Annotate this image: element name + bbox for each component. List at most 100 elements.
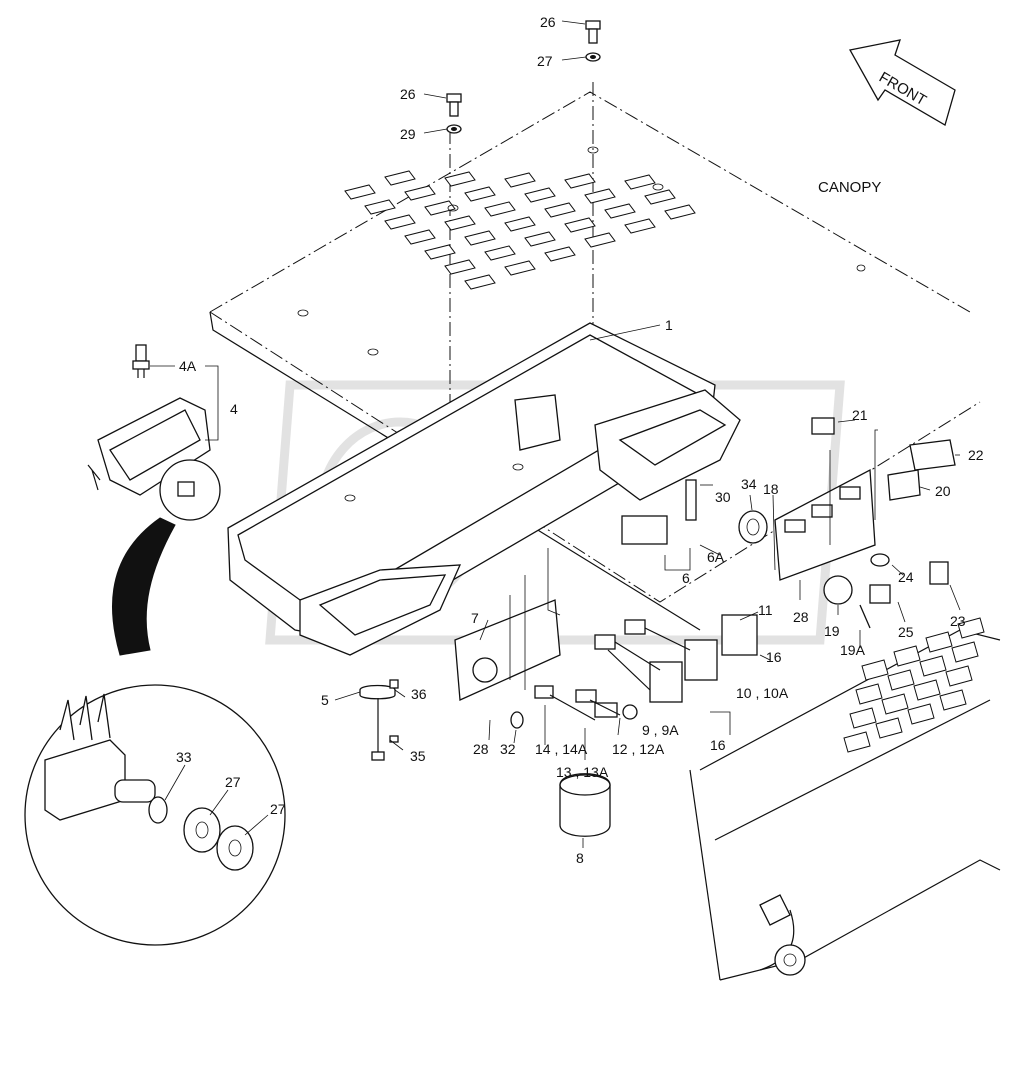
vent-slot — [504, 172, 536, 188]
label-22: 22 — [968, 447, 984, 463]
vent-slot — [504, 260, 536, 276]
label-26-top: 26 — [540, 14, 556, 30]
label-27-top: 27 — [537, 53, 553, 69]
vent-slot — [384, 214, 416, 230]
overhead-console — [227, 322, 741, 656]
label-13: 13 , 13A — [556, 764, 609, 780]
canopy-label: CANOPY — [818, 179, 881, 196]
side-grid-slot — [887, 669, 915, 691]
label-26-mid: 26 — [400, 86, 416, 102]
side-grid-slot — [907, 703, 935, 725]
side-grid-slot — [849, 707, 877, 729]
vent-slot — [484, 245, 516, 261]
side-grid-slot — [925, 631, 953, 653]
switch-panel — [621, 417, 956, 629]
label-9: 9 , 9A — [642, 722, 679, 738]
label-11: 11 — [758, 602, 773, 618]
side-grid-slot — [945, 665, 973, 687]
front-arrow-icon — [848, 39, 956, 126]
label-8: 8 — [576, 850, 584, 866]
label-27-detail-b: 27 — [270, 801, 286, 817]
leader-lines — [150, 20, 961, 848]
label-25: 25 — [898, 624, 914, 640]
label-5: 5 — [321, 692, 329, 708]
label-16-upper: 16 — [766, 649, 782, 665]
vent-slot — [444, 171, 476, 187]
side-grid-slot — [855, 683, 883, 705]
vent-slot — [624, 218, 656, 234]
vent-slot — [664, 204, 696, 220]
bolt-26-mid — [446, 93, 462, 134]
side-grid-slot — [893, 645, 921, 667]
canopy-frame — [689, 629, 1001, 981]
vent-slot — [564, 173, 596, 189]
label-18: 18 — [763, 481, 779, 497]
dome-light — [87, 397, 221, 521]
label-27-detail-a: 27 — [225, 774, 241, 790]
label-4a: 4A — [179, 358, 197, 374]
vent-slot — [424, 244, 456, 260]
label-20: 20 — [935, 483, 951, 499]
label-28-right: 28 — [793, 609, 809, 625]
vent-slot — [624, 174, 656, 190]
label-6a: 6A — [707, 549, 725, 565]
label-24: 24 — [898, 569, 914, 585]
bulb-icon — [132, 344, 150, 378]
vent-slot — [564, 217, 596, 233]
side-grid-slot — [939, 689, 967, 711]
vent-slot — [544, 202, 576, 218]
label-14: 14 , 14A — [535, 741, 588, 757]
label-16-lower: 16 — [710, 737, 726, 753]
vent-slot — [464, 186, 496, 202]
label-32: 32 — [500, 741, 516, 757]
label-19: 19 — [824, 623, 840, 639]
label-7: 7 — [471, 610, 479, 626]
label-34: 34 — [741, 476, 757, 492]
vent-slot — [344, 184, 376, 200]
side-grid-slot — [881, 693, 909, 715]
label-23: 23 — [950, 613, 966, 629]
vent-slot — [464, 230, 496, 246]
vent-slot — [444, 259, 476, 275]
label-30: 30 — [715, 489, 731, 505]
side-grid-slot — [957, 617, 985, 639]
side-grid-slot — [913, 679, 941, 701]
label-4: 4 — [230, 401, 238, 417]
label-12: 12 , 12A — [612, 741, 665, 757]
label-21: 21 — [852, 407, 868, 423]
label-33: 33 — [176, 749, 192, 765]
vent-slot — [384, 170, 416, 186]
harness-cluster — [359, 599, 758, 837]
label-35: 35 — [410, 748, 426, 764]
label-6: 6 — [682, 570, 690, 586]
side-grid-slot — [951, 641, 979, 663]
vent-slot — [444, 215, 476, 231]
vent-slot — [584, 232, 616, 248]
side-grid — [843, 617, 985, 753]
label-10: 10 , 10A — [736, 685, 789, 701]
label-29: 29 — [400, 126, 416, 142]
labels: CANOPY FRONT 26 27 26 29 1 4A 4 21 22 20… — [176, 14, 984, 866]
vent-slot — [644, 189, 676, 205]
vent-slot — [584, 188, 616, 204]
vent-slot — [504, 216, 536, 232]
roof-vent-grid — [344, 170, 696, 290]
side-grid-slot — [919, 655, 947, 677]
label-1: 1 — [665, 317, 673, 333]
vent-slot — [484, 201, 516, 217]
vent-slot — [424, 200, 456, 216]
vent-slot — [404, 185, 436, 201]
vent-slot — [364, 199, 396, 215]
connector-detail-callout — [24, 517, 286, 946]
side-grid-slot — [861, 659, 889, 681]
vent-slot — [464, 274, 496, 290]
bolt-26-top — [585, 20, 601, 62]
label-19a: 19A — [840, 642, 866, 658]
side-grid-slot — [843, 731, 871, 753]
label-28-left: 28 — [473, 741, 489, 757]
label-36: 36 — [411, 686, 427, 702]
vent-slot — [404, 229, 436, 245]
vent-slot — [544, 246, 576, 262]
vent-slot — [524, 187, 556, 203]
